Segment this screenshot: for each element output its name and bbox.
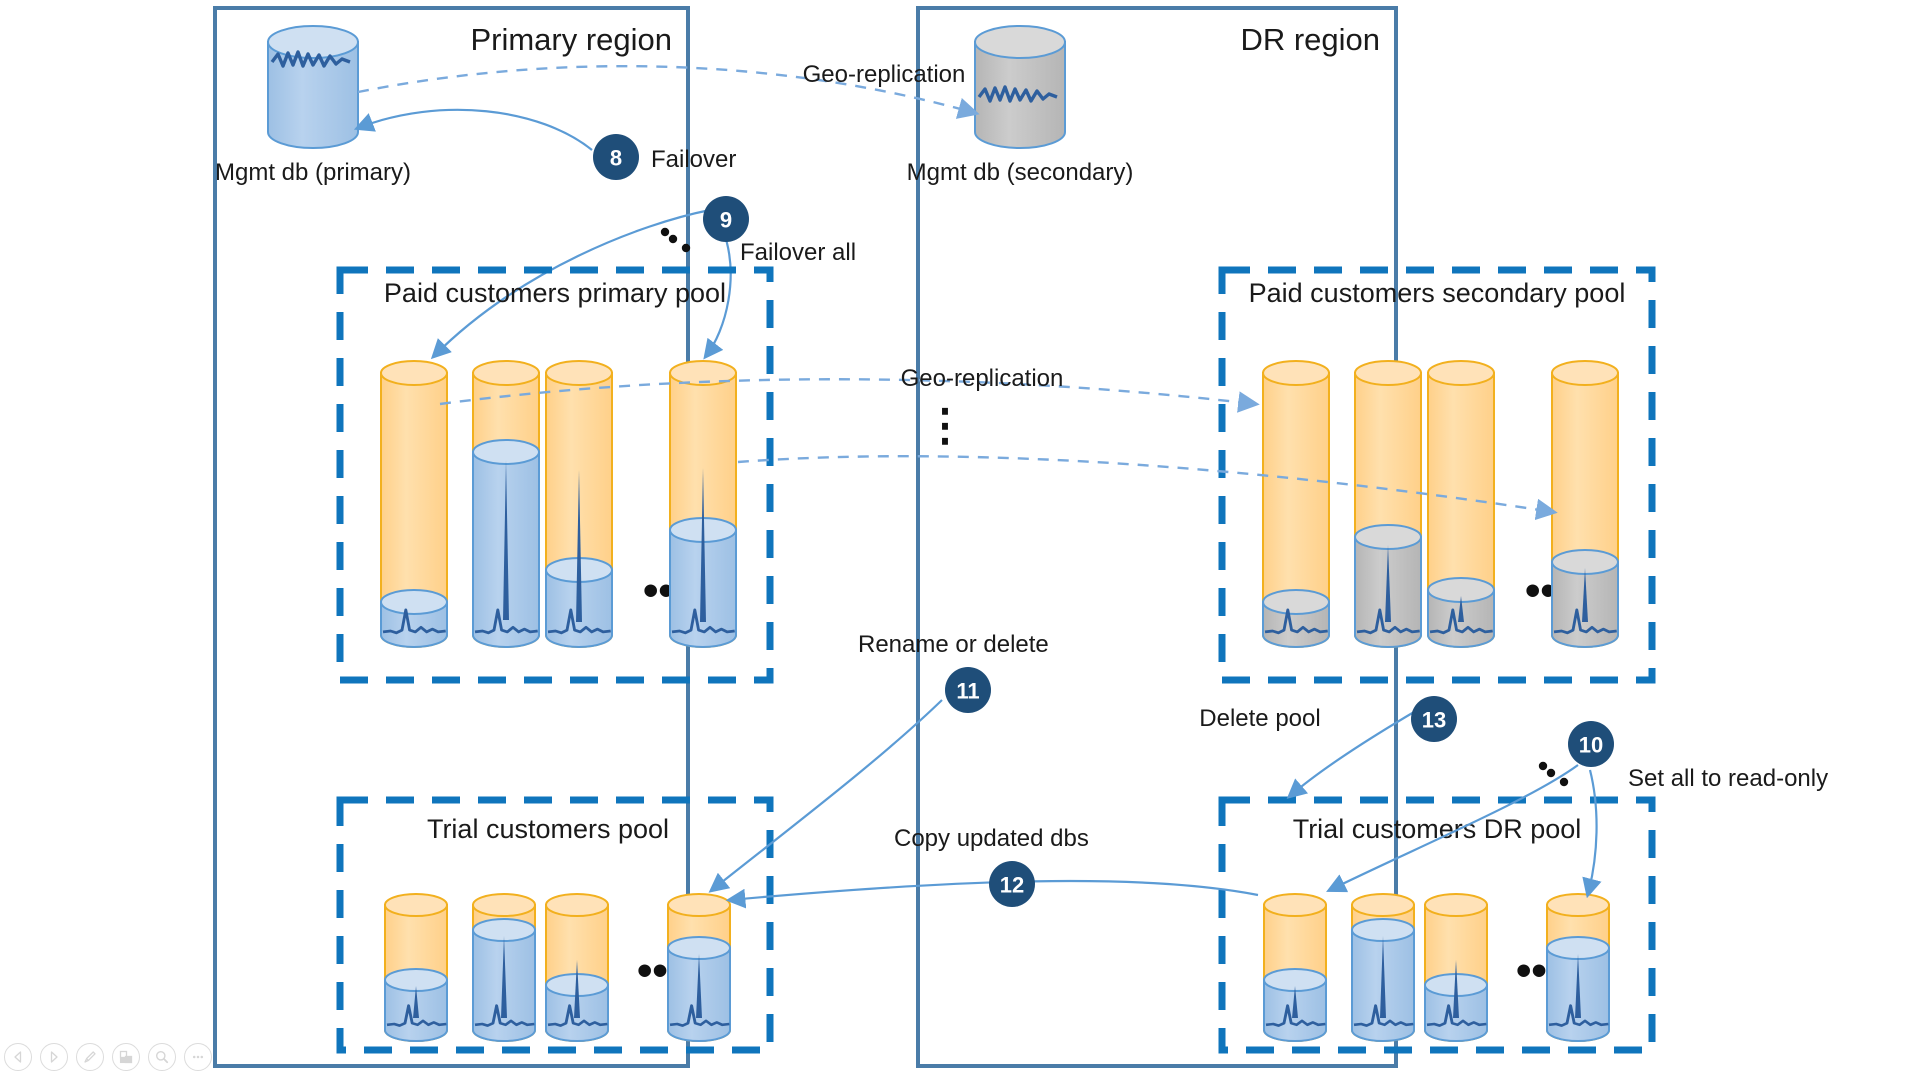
label-geo-replication-pools: Geo-replication: [901, 365, 1064, 392]
step-badge-9[interactable]: 9: [703, 196, 749, 242]
db-paid-secondary-2[interactable]: [1354, 360, 1422, 648]
db-trial-primary-2[interactable]: [472, 893, 536, 1042]
step-badge-10[interactable]: 10: [1568, 721, 1614, 767]
mgmt-db-secondary-label: Mgmt db (secondary): [907, 159, 1134, 186]
pool-paid-primary-title: Paid customers primary pool: [384, 278, 726, 308]
zoom-button[interactable]: [148, 1043, 176, 1071]
db-paid-primary-3[interactable]: [545, 360, 613, 648]
db-paid-secondary-4[interactable]: [1551, 360, 1619, 648]
label-rename-or-delete: Rename or delete: [858, 631, 1049, 658]
db-paid-secondary-1[interactable]: [1262, 360, 1330, 648]
step-12-number: 12: [1000, 873, 1024, 898]
next-icon: [50, 1051, 58, 1063]
more-button[interactable]: [184, 1043, 212, 1071]
db-trial-dr-4[interactable]: [1546, 893, 1610, 1042]
pencil-icon: [84, 1051, 96, 1063]
next-button[interactable]: [40, 1043, 68, 1071]
db-paid-primary-4[interactable]: [669, 360, 737, 648]
label-failover: Failover: [651, 146, 736, 173]
pool-trial-dr-border: [1218, 796, 1656, 1054]
edge-rename-or-delete: [708, 699, 943, 893]
region-title-dr: DR region: [1240, 22, 1380, 57]
step-13-number: 13: [1422, 708, 1446, 733]
pool-trial-primary[interactable]: Trial customers pool •••: [336, 796, 774, 1054]
pool-trial-primary-border: [336, 796, 774, 1054]
label-failover-all: Failover all: [740, 239, 856, 266]
step-badge-11[interactable]: 11: [945, 667, 991, 713]
db-trial-primary-4[interactable]: [667, 893, 731, 1042]
db-paid-secondary-3[interactable]: [1427, 360, 1495, 648]
mgmt-db-secondary[interactable]: Mgmt db (secondary): [907, 25, 1134, 186]
pool-trial-primary-title: Trial customers pool: [427, 814, 669, 844]
step-badge-8[interactable]: 8: [593, 134, 639, 180]
label-delete-pool: Delete pool: [1199, 705, 1320, 732]
geo-replication-vertical-ellipsis: ⋮: [923, 401, 967, 450]
db-paid-primary-1[interactable]: [380, 360, 448, 648]
pool-paid-primary-border: [336, 266, 774, 684]
step-badge-12[interactable]: 12: [989, 861, 1035, 907]
db-paid-primary-2[interactable]: [472, 360, 540, 648]
region-title-primary: Primary region: [470, 22, 672, 57]
pool-paid-secondary-border: [1218, 266, 1656, 684]
pool-paid-secondary-title: Paid customers secondary pool: [1249, 278, 1626, 308]
db-trial-dr-1[interactable]: [1263, 893, 1327, 1042]
step-badge-13[interactable]: 13: [1411, 696, 1457, 742]
label-geo-replication-mgmt: Geo-replication: [803, 61, 966, 88]
edge-failover: [353, 108, 593, 151]
pool-paid-secondary[interactable]: Paid customers secondary pool •••: [1218, 266, 1656, 684]
mgmt-db-primary-label: Mgmt db (primary): [215, 159, 411, 186]
label-set-all-read-only: Set all to read-only: [1628, 765, 1828, 792]
edge-failover-all: [430, 208, 732, 360]
label-copy-updated-dbs: Copy updated dbs: [894, 825, 1089, 852]
db-trial-dr-2[interactable]: [1351, 893, 1415, 1042]
edge-geo-replication-pools: Geo-replication ⋮: [439, 365, 1558, 521]
edge-delete-pool: [1286, 711, 1415, 799]
layers-icon: [119, 1050, 133, 1064]
pool-paid-primary[interactable]: Paid customers primary pool: [336, 266, 774, 684]
layers-button[interactable]: [112, 1043, 140, 1071]
edit-button[interactable]: [76, 1043, 104, 1071]
step-10-number: 10: [1579, 733, 1603, 758]
previous-icon: [14, 1051, 22, 1063]
pool-trial-dr[interactable]: Trial customers DR pool •••: [1218, 796, 1656, 1054]
bottom-toolbar: [4, 1043, 212, 1071]
previous-button[interactable]: [4, 1043, 32, 1071]
step-11-number: 11: [956, 679, 979, 704]
db-trial-primary-1[interactable]: [384, 893, 448, 1042]
step-9-number: 9: [720, 208, 732, 233]
db-trial-primary-3[interactable]: [545, 893, 609, 1042]
edge-set-all-read-only: [1326, 761, 1602, 899]
more-icon: [192, 1055, 204, 1059]
db-trial-dr-3[interactable]: [1424, 893, 1488, 1042]
edge-geo-replication-mgmt: Geo-replication: [357, 61, 980, 119]
magnifier-icon: [156, 1051, 169, 1064]
step-8-number: 8: [610, 146, 622, 171]
mgmt-db-primary[interactable]: Mgmt db (primary): [215, 25, 411, 186]
